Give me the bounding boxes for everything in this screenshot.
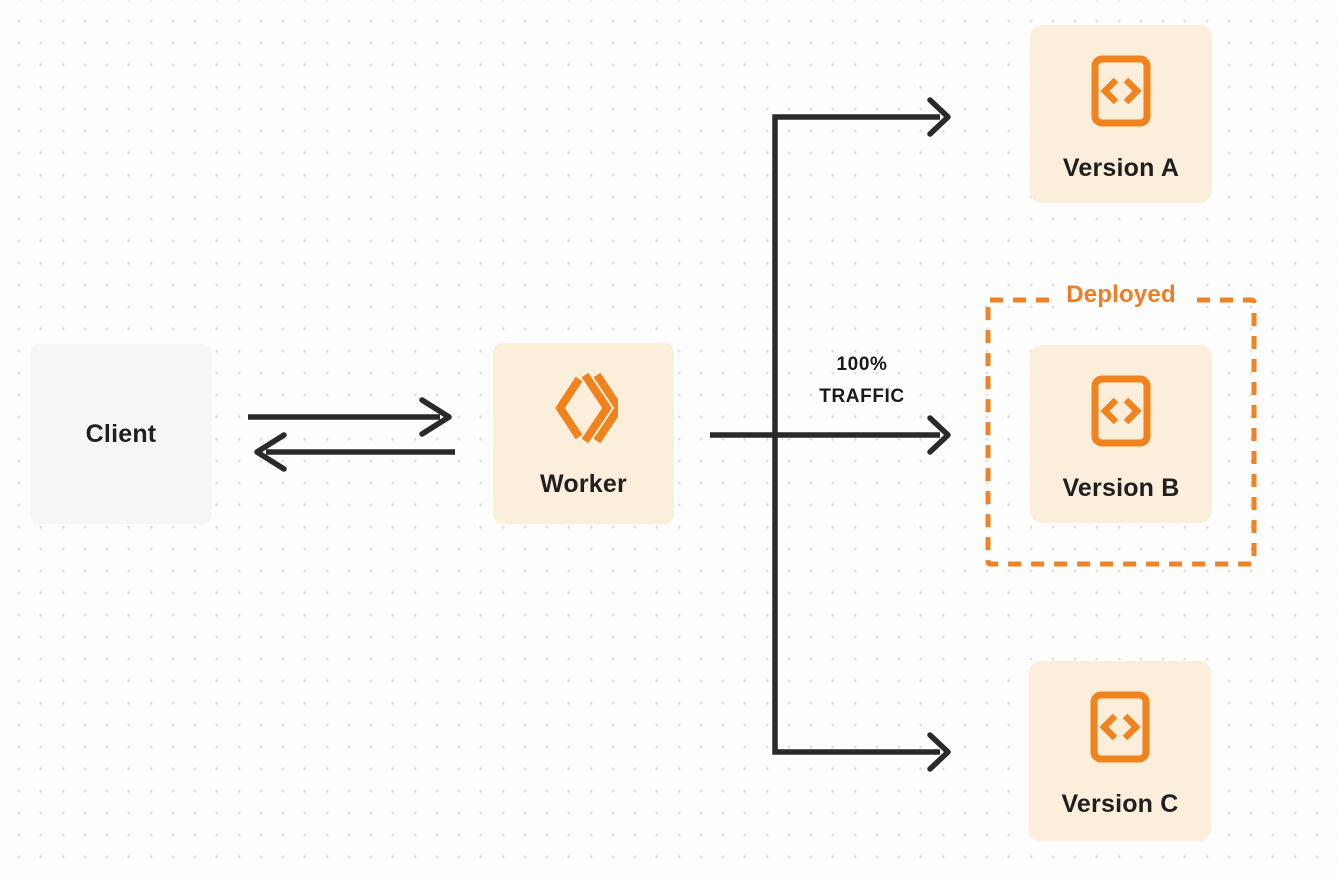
- deployed-dashed-outline: [985, 297, 1257, 567]
- code-file-icon: [1091, 375, 1151, 452]
- arrowhead-version-b-icon: [927, 415, 951, 455]
- code-file-icon: [1091, 55, 1151, 132]
- version-c-node: Version C: [1029, 661, 1211, 841]
- version-c-label: Version C: [1061, 790, 1179, 818]
- traffic-word: TRAFFIC: [819, 386, 905, 407]
- arrowhead-right-icon: [419, 397, 452, 437]
- version-a-label: Version A: [1062, 154, 1180, 182]
- worker-node: Worker: [493, 343, 674, 524]
- arrowhead-version-a-icon: [927, 97, 951, 137]
- workers-logo-icon: [550, 371, 624, 450]
- version-b-label: Version B: [1062, 474, 1180, 502]
- arrowhead-version-c-icon: [927, 732, 951, 772]
- worker-label: Worker: [540, 470, 627, 498]
- traffic-percentage-label: 100% TRAFFIC: [787, 349, 937, 413]
- arrowhead-left-icon: [254, 432, 287, 472]
- deployed-group: Deployed: [985, 281, 1257, 567]
- client-label: Client: [85, 419, 157, 448]
- client-node: Client: [30, 344, 212, 524]
- code-file-icon: [1090, 691, 1150, 768]
- version-a-node: Version A: [1030, 25, 1212, 203]
- version-b-node: Version B: [1030, 345, 1212, 523]
- deployed-label: Deployed: [1054, 281, 1188, 309]
- traffic-percentage-value: 100%: [836, 354, 888, 375]
